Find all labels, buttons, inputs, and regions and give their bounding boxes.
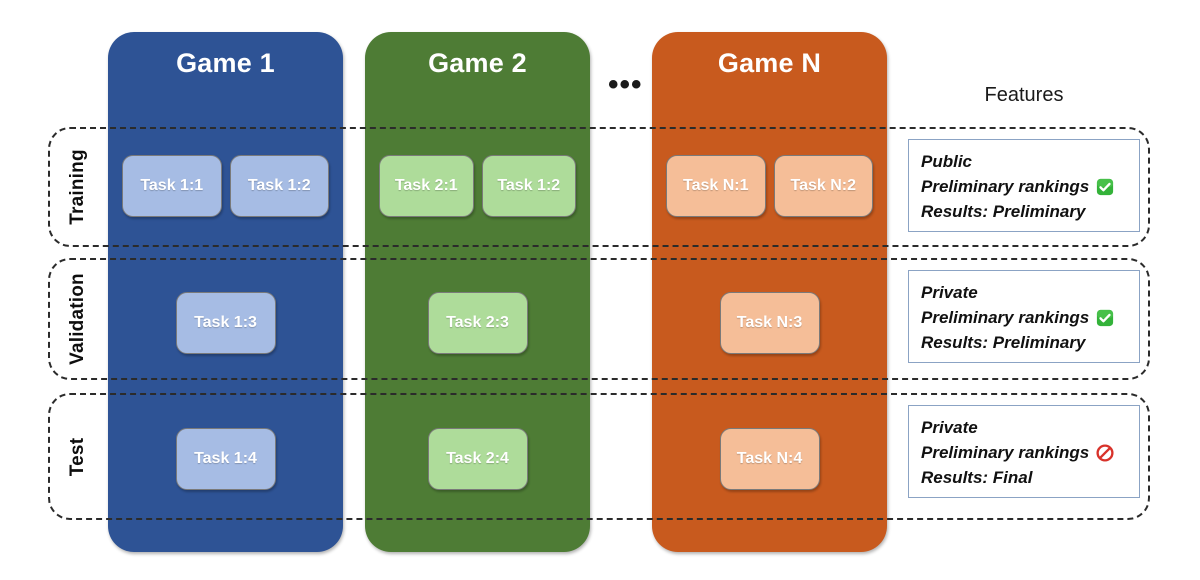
task-chip[interactable]: Task 2:4 xyxy=(427,428,528,490)
feature-box-validation: Private Preliminary rankings Results: Pr… xyxy=(908,270,1140,363)
feature-rankings-text: Preliminary rankings xyxy=(921,443,1090,462)
row-label-validation: Validation xyxy=(52,258,104,380)
row-label-text: Validation xyxy=(67,273,88,365)
feature-results-text: Results: Final xyxy=(921,468,1033,487)
feature-visibility-text: Private xyxy=(921,283,978,302)
check-badge-icon xyxy=(1096,309,1114,327)
feature-visibility: Private xyxy=(921,280,1127,305)
feature-results: Results: Preliminary xyxy=(921,330,1127,355)
task-chip[interactable]: Task 1:1 xyxy=(122,155,222,217)
task-chip[interactable]: Task 1:4 xyxy=(175,428,276,490)
feature-rankings: Preliminary rankings xyxy=(921,440,1127,465)
feature-box-test: Private Preliminary rankings Results: Fi… xyxy=(908,405,1140,498)
feature-results-text: Results: Preliminary xyxy=(921,202,1086,221)
feature-visibility-text: Public xyxy=(921,152,973,171)
task-chip[interactable]: Task 2:3 xyxy=(427,292,528,354)
task-chip[interactable]: Task 2:1 xyxy=(379,155,474,217)
check-badge-icon xyxy=(1096,178,1114,196)
row-label-text: Training xyxy=(67,149,88,225)
feature-box-training: Public Preliminary rankings Results: Pre… xyxy=(908,139,1140,232)
feature-visibility: Private xyxy=(921,415,1127,440)
game-column-title: Game 2 xyxy=(428,48,527,78)
task-chip[interactable]: Task N:1 xyxy=(666,155,766,217)
row-label-training: Training xyxy=(52,127,104,247)
task-chip[interactable]: Task N:4 xyxy=(719,428,820,490)
task-chip[interactable]: Task N:3 xyxy=(719,292,820,354)
feature-rankings-text: Preliminary rankings xyxy=(921,177,1090,196)
task-chip[interactable]: Task 1:2 xyxy=(481,155,576,217)
row-label-text: Test xyxy=(67,437,88,476)
feature-results: Results: Preliminary xyxy=(921,199,1127,224)
prohibited-icon xyxy=(1096,443,1114,462)
ellipsis-more-games: ••• xyxy=(608,68,643,101)
feature-results: Results: Final xyxy=(921,465,1127,490)
feature-rankings-text: Preliminary rankings xyxy=(921,308,1090,327)
row-label-test: Test xyxy=(52,393,104,520)
feature-rankings: Preliminary rankings xyxy=(921,305,1127,330)
game-column-title: Game 1 xyxy=(176,48,275,78)
game-column-title: Game N xyxy=(717,48,822,78)
feature-results-text: Results: Preliminary xyxy=(921,333,1086,352)
task-chip[interactable]: Task 1:2 xyxy=(229,155,329,217)
task-chip[interactable]: Task N:2 xyxy=(773,155,873,217)
task-chip[interactable]: Task 1:3 xyxy=(175,292,276,354)
feature-visibility: Public xyxy=(921,149,1127,174)
feature-rankings: Preliminary rankings xyxy=(921,174,1127,199)
features-heading: Features xyxy=(984,84,1064,106)
feature-visibility-text: Private xyxy=(921,418,978,437)
